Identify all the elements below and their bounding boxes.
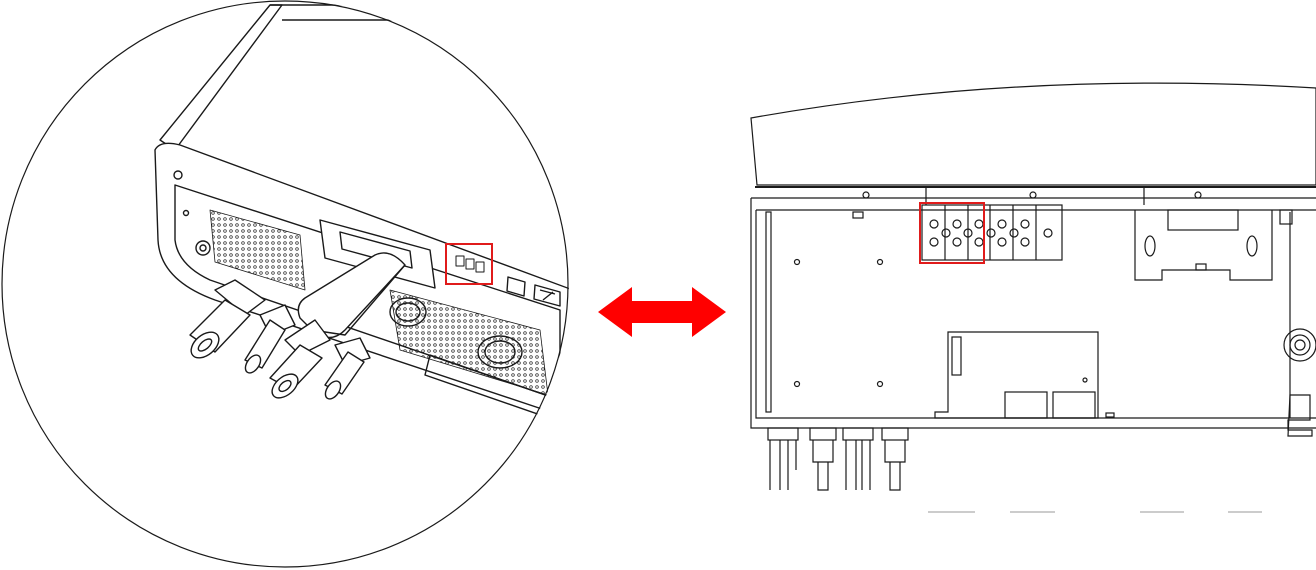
terminal-blocks bbox=[921, 204, 1063, 261]
compartment-frame bbox=[751, 197, 1316, 419]
wiring-compartment-view bbox=[750, 82, 1316, 513]
zoom-circle-border bbox=[1, 0, 569, 568]
cable-knockout-2 bbox=[477, 335, 523, 369]
cable-gland bbox=[1283, 328, 1316, 362]
usb-port bbox=[506, 276, 526, 297]
zoom-circle-view bbox=[1, 0, 569, 568]
bottom-connectors bbox=[767, 427, 909, 491]
pcb-board bbox=[934, 331, 1099, 419]
cable-knockout-1 bbox=[389, 297, 427, 327]
vent-grid-1 bbox=[209, 209, 306, 291]
unit-top-edge bbox=[159, 4, 283, 151]
terminal-block-highlight-right bbox=[919, 202, 985, 264]
pv-connectors bbox=[189, 279, 371, 400]
terminal-block-highlight-left bbox=[445, 243, 493, 285]
double-headed-arrow-icon bbox=[598, 287, 726, 337]
left-terminal-block bbox=[455, 255, 485, 273]
rj45-port bbox=[533, 284, 561, 307]
top-cover bbox=[750, 82, 1316, 186]
